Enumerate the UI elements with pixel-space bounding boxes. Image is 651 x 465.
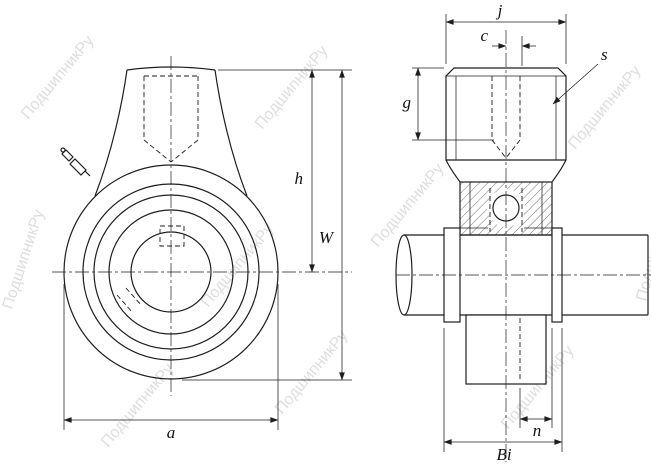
dim-label-h: h	[295, 169, 304, 188]
side-view: j c s g n	[395, 1, 651, 464]
housing-lower-half	[465, 314, 547, 385]
dim-h: h	[218, 69, 352, 273]
lube-passage-hidden	[116, 287, 143, 314]
grease-fitting	[60, 147, 91, 177]
watermark-text: ПодшипникРу	[0, 208, 48, 311]
dim-label-Bi: Bi	[496, 445, 511, 464]
watermark-text: ПодшипникРу	[565, 63, 644, 153]
dim-j: j	[445, 1, 567, 64]
leader-s: s	[552, 45, 608, 105]
dim-n: n	[519, 328, 553, 440]
front-view: h W a	[52, 56, 352, 442]
dim-label-c: c	[480, 26, 488, 45]
watermark-text: ПодшипникРу	[18, 33, 97, 123]
watermark-text: ПодшипникРу	[272, 328, 351, 418]
watermark-text: ПодшипникРу	[368, 161, 447, 251]
watermark-text: ПодшипникРу	[252, 43, 331, 133]
dim-label-g: g	[403, 93, 412, 112]
dim-label-W: W	[319, 228, 335, 247]
dim-W: W	[182, 69, 352, 381]
dim-label-n: n	[533, 421, 542, 440]
dim-a: a	[63, 284, 279, 442]
tab-hole-hidden	[491, 76, 521, 159]
housing-neck	[445, 159, 567, 183]
setscrew-hidden	[159, 225, 185, 247]
dim-Bi: Bi	[443, 328, 563, 464]
dim-g: g	[403, 67, 494, 141]
dim-label-s: s	[601, 45, 608, 64]
dim-label-a: a	[167, 423, 176, 442]
dim-c: c	[480, 26, 536, 66]
dim-label-j: j	[496, 1, 503, 20]
